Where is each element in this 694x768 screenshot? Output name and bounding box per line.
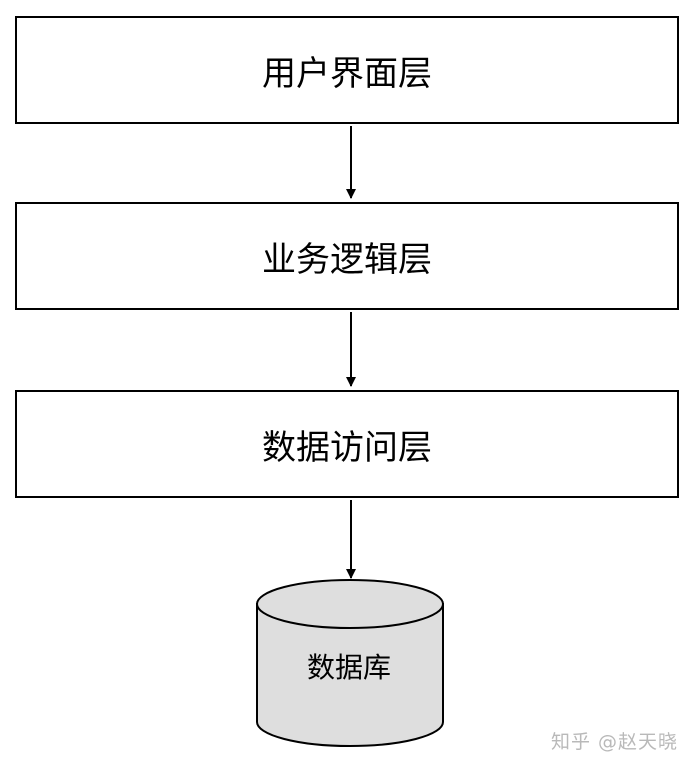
database-cylinder (256, 579, 444, 747)
data-access-layer-label: 数据访问层 (262, 427, 432, 468)
ui-layer-box: 用户界面层 (15, 16, 679, 124)
database-label: 数据库 (306, 651, 391, 684)
business-logic-layer-label: 业务逻辑层 (262, 239, 432, 280)
watermark: 知乎 @赵天晓 (550, 731, 678, 753)
business-logic-layer-box: 业务逻辑层 (15, 202, 679, 310)
database-body (256, 603, 444, 747)
ui-layer-label: 用户界面层 (262, 53, 432, 94)
data-access-layer-box: 数据访问层 (15, 390, 679, 498)
database-top (256, 579, 444, 629)
